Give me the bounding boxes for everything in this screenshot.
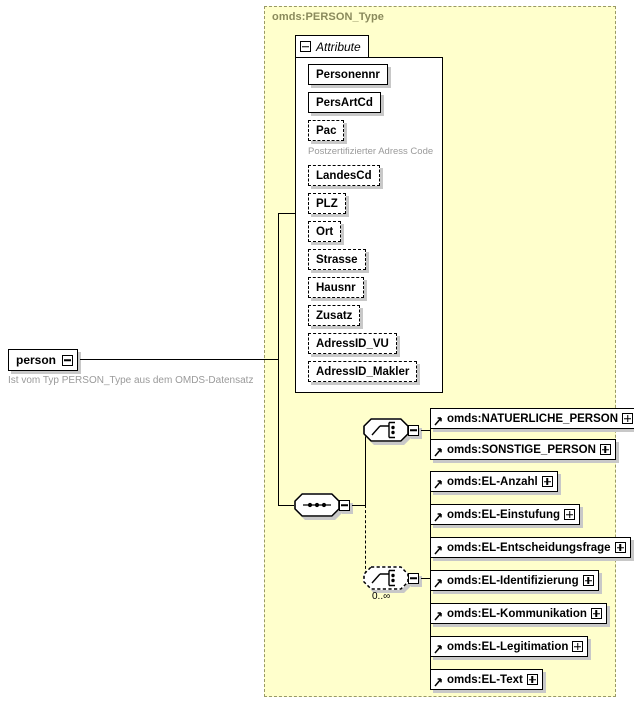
attribute-label: PersArtCd: [316, 96, 373, 109]
reference-arrow-icon: [434, 444, 443, 458]
reference-arrow-icon: [434, 641, 443, 655]
minus-expander-icon[interactable]: [408, 424, 419, 436]
compositor-choice-person[interactable]: [363, 418, 419, 442]
connector-spine-to-attribute-group: [278, 213, 296, 215]
attribute-label: Hausnr: [316, 281, 356, 294]
attribute-label: Pac: [316, 124, 337, 137]
attribute-adressid-makler[interactable]: AdressID_Makler: [308, 361, 418, 382]
element-el-einstufung[interactable]: omds:EL-Einstufung: [430, 504, 581, 525]
attribute-zusatz[interactable]: Zusatz: [308, 305, 361, 326]
complextype-title: omds:PERSON_Type: [272, 11, 385, 23]
reference-arrow-icon: [434, 608, 443, 622]
attribute-persartcd[interactable]: PersArtCd: [308, 92, 381, 113]
attribute-pac-annotation: Postzertifizierter Adress Code: [308, 146, 434, 157]
attribute-label: Strasse: [316, 253, 358, 266]
compositor-sequence[interactable]: [294, 493, 350, 517]
connector-choice-person-out: [421, 430, 431, 432]
attribute-label: Personennr: [316, 68, 380, 81]
element-el-kommunikation[interactable]: omds:EL-Kommunikation: [430, 603, 607, 624]
element-el-text[interactable]: omds:EL-Text: [430, 669, 543, 690]
attribute-label: AdressID_Makler: [316, 365, 410, 378]
compositor-choice-el[interactable]: [363, 566, 419, 590]
element-person-label: person: [16, 353, 57, 367]
reference-arrow-icon: [434, 413, 443, 427]
plus-expander-icon[interactable]: [572, 641, 584, 652]
minus-expander-icon[interactable]: [408, 572, 419, 584]
attribute-group-tab[interactable]: Attribute: [295, 35, 369, 57]
plus-expander-icon[interactable]: [582, 575, 594, 586]
reference-arrow-icon: [434, 476, 443, 490]
element-label: omds:EL-Anzahl: [447, 475, 538, 488]
element-person[interactable]: person: [8, 349, 79, 371]
element-el-legitimation[interactable]: omds:EL-Legitimation: [430, 636, 589, 657]
attribute-ort[interactable]: Ort: [308, 221, 342, 242]
attribute-label: AdressID_VU: [316, 337, 389, 350]
reference-arrow-icon: [434, 575, 443, 589]
attribute-pac[interactable]: Pac: [308, 120, 345, 141]
attribute-adressid-vu[interactable]: AdressID_VU: [308, 333, 397, 354]
attribute-label: PLZ: [316, 197, 338, 210]
reference-arrow-icon: [434, 509, 443, 523]
attribute-label: LandesCd: [316, 169, 372, 182]
plus-expander-icon[interactable]: [599, 444, 611, 455]
connector-sequence-up-to-choice-person: [365, 430, 367, 506]
connector-person-to-spine: [80, 359, 279, 361]
plus-expander-icon[interactable]: [590, 608, 602, 619]
element-natuerliche-person[interactable]: omds:NATUERLICHE_PERSON: [430, 408, 634, 429]
attribute-landescd[interactable]: LandesCd: [308, 165, 380, 186]
element-sonstige-person[interactable]: omds:SONSTIGE_PERSON: [430, 439, 616, 460]
connector-sequence-down-to-choice-el: [365, 505, 366, 579]
connector-choice-person-bus: [430, 418, 432, 450]
element-label: omds:EL-Legitimation: [447, 640, 569, 653]
occurrence-indicator-choice-el: 0..∞: [372, 591, 391, 602]
plus-expander-icon[interactable]: [541, 476, 553, 487]
element-person-annotation: Ist vom Typ PERSON_Type aus dem OMDS-Dat…: [8, 375, 254, 386]
reference-arrow-icon: [434, 674, 443, 688]
element-el-anzahl[interactable]: omds:EL-Anzahl: [430, 471, 558, 492]
attribute-strasse[interactable]: Strasse: [308, 249, 366, 270]
connector-spine-vertical: [278, 213, 280, 506]
element-label: omds:NATUERLICHE_PERSON: [447, 412, 619, 425]
element-el-entscheidungsfrage[interactable]: omds:EL-Entscheidungsfrage: [430, 537, 631, 558]
connector-sequence-out: [352, 505, 366, 507]
element-label: omds:EL-Identifizierung: [447, 574, 579, 587]
element-label: omds:EL-Text: [447, 673, 523, 686]
reference-arrow-icon: [434, 542, 443, 556]
attribute-plz[interactable]: PLZ: [308, 193, 346, 214]
attribute-group-label: Attribute: [316, 39, 361, 54]
plus-expander-icon[interactable]: [614, 542, 626, 553]
plus-expander-icon[interactable]: [526, 674, 538, 685]
choice-icon: [363, 566, 409, 590]
minus-expander-icon[interactable]: [339, 499, 350, 511]
element-el-identifizierung[interactable]: omds:EL-Identifizierung: [430, 570, 599, 591]
connector-spine-to-sequence: [278, 505, 294, 507]
plus-expander-icon[interactable]: [564, 509, 576, 520]
element-label: omds:EL-Kommunikation: [447, 607, 587, 620]
plus-expander-icon[interactable]: [622, 413, 634, 424]
element-label: omds:EL-Entscheidungsfrage: [447, 541, 611, 554]
element-label: omds:EL-Einstufung: [447, 508, 561, 521]
connector-choice-el-out: [421, 578, 431, 580]
attribute-label: Ort: [316, 225, 334, 238]
attribute-label: Zusatz: [316, 309, 353, 322]
minus-expander-icon[interactable]: [300, 41, 311, 52]
attribute-hausnr[interactable]: Hausnr: [308, 277, 364, 298]
sequence-icon: [294, 493, 340, 517]
choice-icon: [363, 418, 409, 442]
element-label: omds:SONSTIGE_PERSON: [447, 443, 596, 456]
minus-expander-icon[interactable]: [62, 354, 74, 366]
attribute-personennr[interactable]: Personennr: [308, 64, 388, 85]
